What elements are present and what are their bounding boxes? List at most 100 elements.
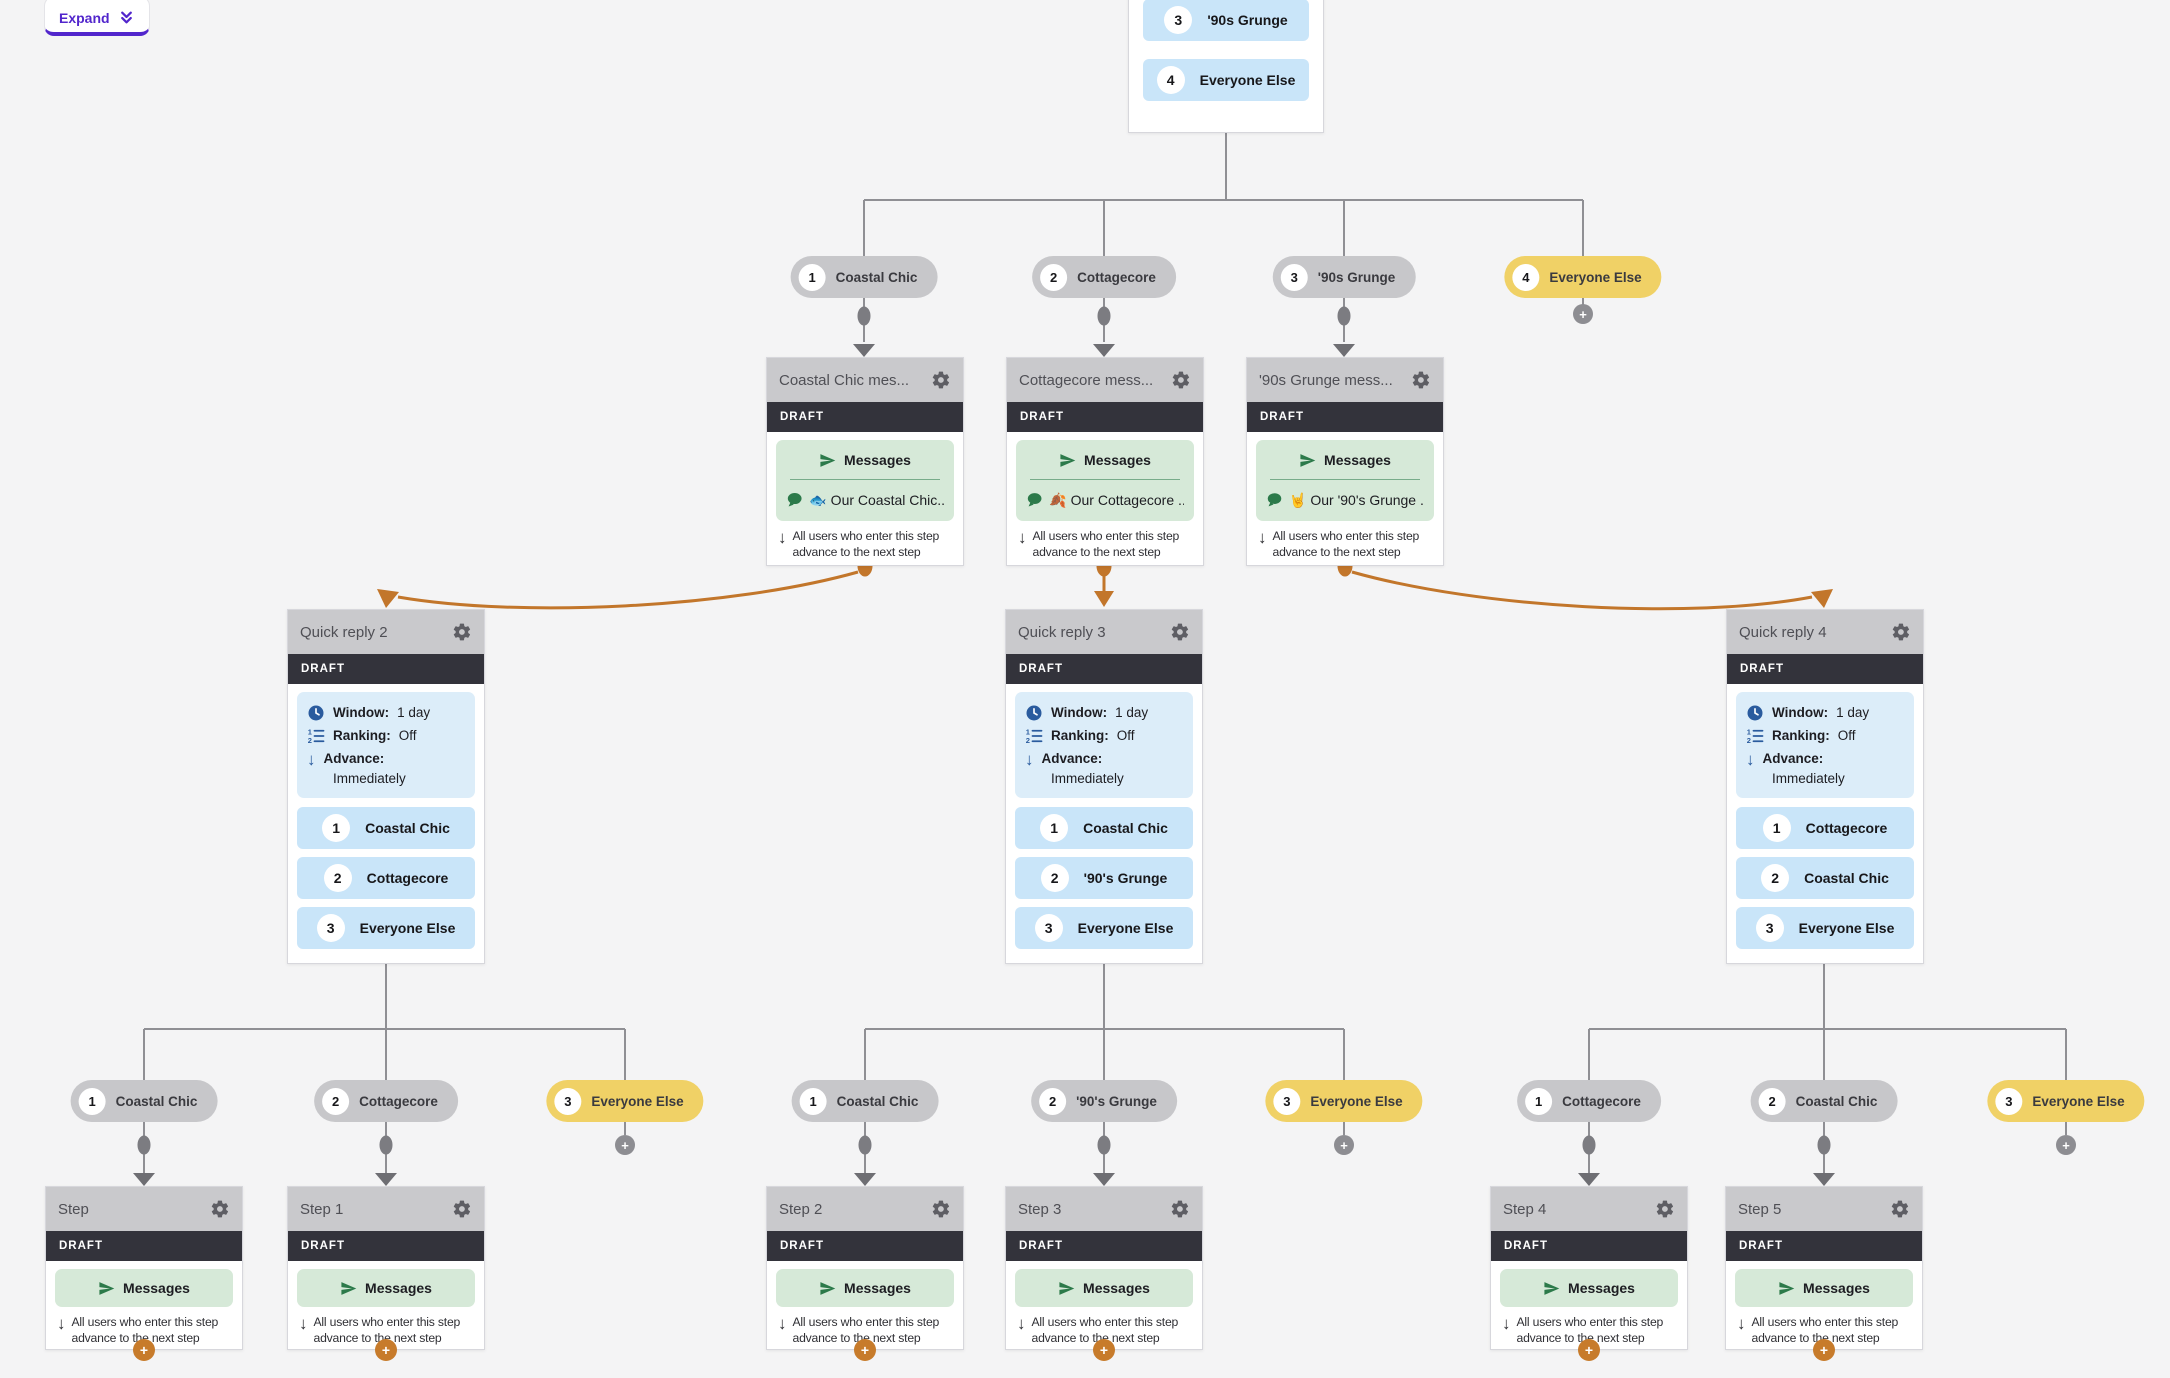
reply-option[interactable]: 3 '90s Grunge bbox=[1143, 0, 1309, 41]
status-badge: DRAFT bbox=[1247, 402, 1443, 432]
option-number: 1 bbox=[1762, 813, 1791, 842]
step-1-node[interactable]: Step 1 DRAFT Messages ↓ All users who en… bbox=[287, 1186, 485, 1350]
reply-option[interactable]: 2 Cottagecore bbox=[297, 856, 475, 899]
node-header: Step 3 bbox=[1006, 1187, 1202, 1231]
branch-number: 1 bbox=[1525, 1087, 1553, 1115]
gear-icon[interactable] bbox=[931, 1199, 951, 1219]
branch-pill-coastal-chic[interactable]: 1 Coastal Chic bbox=[70, 1080, 218, 1122]
gear-icon[interactable] bbox=[1891, 622, 1911, 642]
add-step-button[interactable]: + bbox=[375, 1339, 397, 1361]
messages-panel[interactable]: Messages 🤘 Our '90's Grunge ... bbox=[1256, 440, 1434, 521]
down-arrow-icon: ↓ bbox=[299, 1314, 308, 1333]
branch-pill-coastal-chic[interactable]: 1 Coastal Chic bbox=[790, 256, 938, 298]
reply-option[interactable]: 3 Everyone Else bbox=[297, 906, 475, 949]
option-number: 2 bbox=[1040, 863, 1069, 892]
status-badge: DRAFT bbox=[1726, 1231, 1922, 1261]
gear-icon[interactable] bbox=[452, 1199, 472, 1219]
quick-reply-4-node[interactable]: Quick reply 4 DRAFT Window:1 day Ranking… bbox=[1726, 609, 1924, 964]
reply-option[interactable]: 1 Cottagecore bbox=[1736, 806, 1914, 849]
gear-icon[interactable] bbox=[1171, 370, 1191, 390]
gear-icon[interactable] bbox=[210, 1199, 230, 1219]
reply-option[interactable]: 2 '90's Grunge bbox=[1015, 856, 1193, 899]
add-step-button[interactable]: + bbox=[1093, 1339, 1115, 1361]
add-step-button[interactable]: + bbox=[133, 1339, 155, 1361]
step-node[interactable]: Step DRAFT Messages ↓ All users who ente… bbox=[45, 1186, 243, 1350]
branch-pill-everyone-else[interactable]: 4 Everyone Else bbox=[1504, 256, 1662, 298]
status-badge: DRAFT bbox=[1006, 654, 1202, 684]
option-number: 3 bbox=[1755, 913, 1784, 942]
add-step-button[interactable]: + bbox=[615, 1135, 635, 1155]
messages-label: Messages bbox=[1084, 452, 1151, 468]
gear-icon[interactable] bbox=[1170, 1199, 1190, 1219]
messages-panel[interactable]: Messages bbox=[55, 1269, 233, 1307]
reply-option[interactable]: 1 Coastal Chic bbox=[297, 806, 475, 849]
ranking-list-icon bbox=[1025, 726, 1043, 745]
branch-pill-cottagecore[interactable]: 2 Cottagecore bbox=[1032, 256, 1176, 298]
step-5-node[interactable]: Step 5 DRAFT Messages ↓ All users who en… bbox=[1725, 1186, 1923, 1350]
gear-icon[interactable] bbox=[1411, 370, 1431, 390]
top-quick-reply-node[interactable]: 3 '90s Grunge 4 Everyone Else bbox=[1128, 0, 1324, 133]
messages-panel[interactable]: Messages 🍂 Our Cottagecore ... bbox=[1016, 440, 1194, 521]
window-value: 1 day bbox=[1115, 705, 1149, 720]
branch-pill-90s-grunge[interactable]: 3 '90s Grunge bbox=[1272, 256, 1416, 298]
gear-icon[interactable] bbox=[1655, 1199, 1675, 1219]
node-title: Step 1 bbox=[300, 1200, 344, 1218]
plus-icon: + bbox=[860, 1342, 870, 1358]
branch-pill-everyone-else[interactable]: 3 Everyone Else bbox=[1987, 1080, 2145, 1122]
step-3-node[interactable]: Step 3 DRAFT Messages ↓ All users who en… bbox=[1005, 1186, 1203, 1350]
chat-bubble-icon bbox=[1267, 493, 1282, 507]
quick-reply-2-node[interactable]: Quick reply 2 DRAFT Window:1 day Ranking… bbox=[287, 609, 485, 964]
send-icon bbox=[820, 1281, 836, 1295]
window-label: Window: bbox=[1051, 705, 1108, 720]
messages-panel[interactable]: Messages bbox=[776, 1269, 954, 1307]
node-title: Step 2 bbox=[779, 1200, 823, 1218]
clock-icon bbox=[307, 704, 325, 721]
ranking-value: Off bbox=[398, 728, 417, 743]
add-step-button[interactable]: + bbox=[1334, 1135, 1354, 1155]
messages-panel[interactable]: Messages bbox=[1500, 1269, 1678, 1307]
add-step-button[interactable]: + bbox=[1573, 304, 1593, 324]
advance-rule: ↓ All users who enter this step advance … bbox=[778, 528, 940, 560]
branch-pill-90s-grunge[interactable]: 2 '90's Grunge bbox=[1031, 1080, 1177, 1122]
gear-icon[interactable] bbox=[1170, 622, 1190, 642]
add-step-button[interactable]: + bbox=[854, 1339, 876, 1361]
reply-option[interactable]: 3 Everyone Else bbox=[1736, 906, 1914, 949]
reply-option[interactable]: 3 Everyone Else bbox=[1015, 906, 1193, 949]
branch-pill-everyone-else[interactable]: 3 Everyone Else bbox=[1265, 1080, 1423, 1122]
ranking-label: Ranking: bbox=[1051, 728, 1109, 743]
node-title: Step 4 bbox=[1503, 1200, 1547, 1218]
messages-panel[interactable]: Messages bbox=[1015, 1269, 1193, 1307]
message-node-cottagecore[interactable]: Cottagecore mess... DRAFT Messages 🍂 Our… bbox=[1006, 357, 1204, 566]
branch-pill-cottagecore[interactable]: 2 Cottagecore bbox=[314, 1080, 458, 1122]
advance-rule: ↓ All users who enter this step advance … bbox=[57, 1314, 219, 1346]
messages-panel[interactable]: Messages 🐟 Our Coastal Chic... bbox=[776, 440, 954, 521]
reply-option[interactable]: 1 Coastal Chic bbox=[1015, 806, 1193, 849]
message-node-90s-grunge[interactable]: '90s Grunge mess... DRAFT Messages 🤘 Our… bbox=[1246, 357, 1444, 566]
gear-icon[interactable] bbox=[931, 370, 951, 390]
plus-icon: + bbox=[139, 1342, 149, 1358]
add-step-button[interactable]: + bbox=[1813, 1339, 1835, 1361]
branch-pill-coastal-chic[interactable]: 2 Coastal Chic bbox=[1750, 1080, 1898, 1122]
add-step-button[interactable]: + bbox=[1578, 1339, 1600, 1361]
step-2-node[interactable]: Step 2 DRAFT Messages ↓ All users who en… bbox=[766, 1186, 964, 1350]
gear-icon[interactable] bbox=[1890, 1199, 1910, 1219]
message-node-coastal-chic[interactable]: Coastal Chic mes... DRAFT Messages 🐟 Our… bbox=[766, 357, 964, 566]
step-4-node[interactable]: Step 4 DRAFT Messages ↓ All users who en… bbox=[1490, 1186, 1688, 1350]
branch-pill-cottagecore[interactable]: 1 Cottagecore bbox=[1517, 1080, 1661, 1122]
branch-pill-coastal-chic[interactable]: 1 Coastal Chic bbox=[791, 1080, 939, 1122]
gear-icon[interactable] bbox=[452, 622, 472, 642]
reply-option[interactable]: 2 Coastal Chic bbox=[1736, 856, 1914, 899]
messages-panel[interactable]: Messages bbox=[1735, 1269, 1913, 1307]
message-preview: 🍂 Our Cottagecore ... bbox=[1049, 491, 1184, 508]
chat-bubble-icon bbox=[787, 493, 802, 507]
node-title: Step 5 bbox=[1738, 1200, 1782, 1218]
send-icon bbox=[820, 453, 836, 467]
messages-panel[interactable]: Messages bbox=[297, 1269, 475, 1307]
add-step-button[interactable]: + bbox=[2056, 1135, 2076, 1155]
node-title: Quick reply 2 bbox=[300, 623, 388, 641]
branch-pill-everyone-else[interactable]: 3 Everyone Else bbox=[546, 1080, 704, 1122]
expand-button[interactable]: Expand bbox=[44, 0, 150, 36]
reply-option[interactable]: 4 Everyone Else bbox=[1143, 59, 1309, 101]
quick-reply-3-node[interactable]: Quick reply 3 DRAFT Window:1 day Ranking… bbox=[1005, 609, 1203, 964]
